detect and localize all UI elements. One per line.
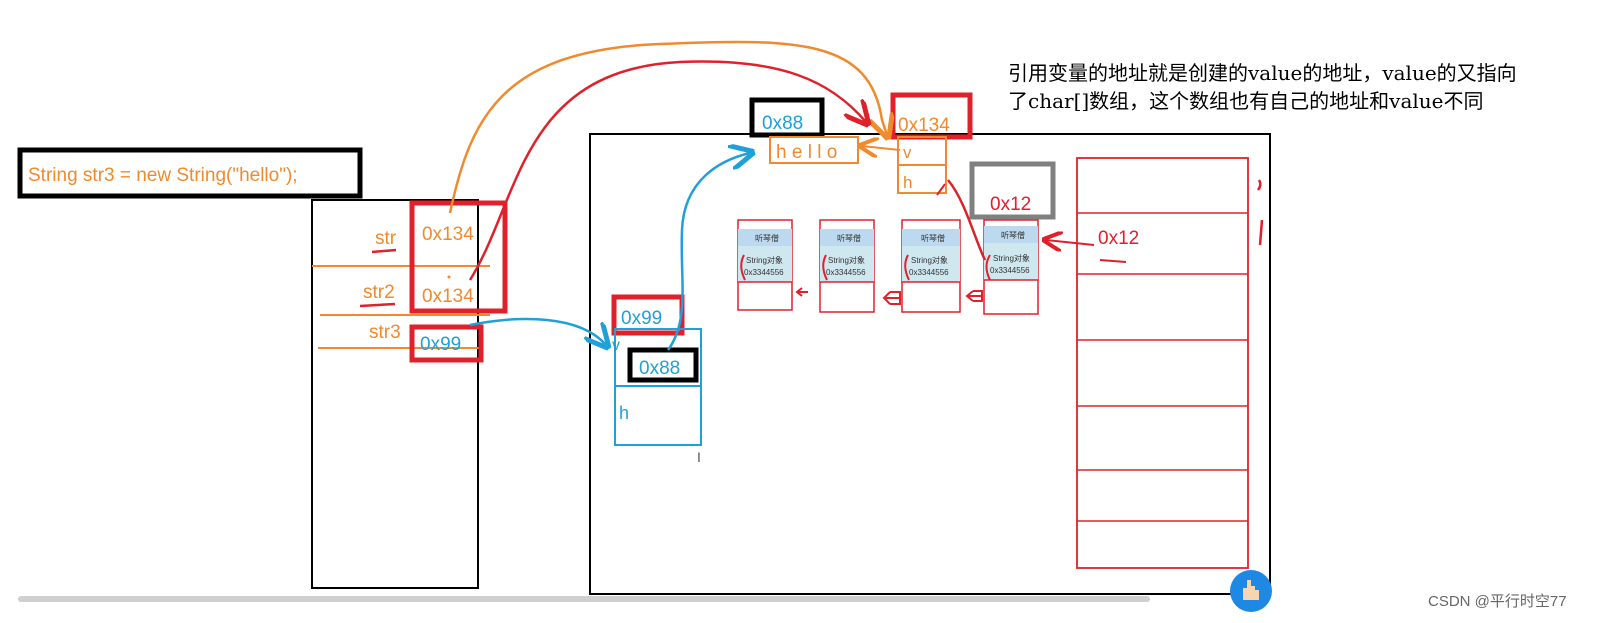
table-addr-box (969, 161, 1056, 220)
entry-link-arrow (882, 291, 901, 305)
entry-0-line2: 0x3344556 (744, 268, 784, 277)
entry-link-arrow (795, 287, 808, 297)
str2-underline (359, 302, 396, 308)
pool-string-field-h: h (903, 173, 912, 192)
scribble (1256, 179, 1264, 246)
pool-v-to-char-arrow (862, 146, 901, 150)
pool-string-addr: 0x134 (898, 115, 950, 136)
str-underline (371, 248, 397, 254)
str3-to-newstring-arrow (469, 317, 606, 345)
stack-var-name-str: str (375, 228, 397, 249)
string-table-entry: 听琴僧 String对象 0x3344556 (901, 219, 961, 313)
table-ref-arrow (1046, 240, 1095, 245)
entry-2-line1: String对象 (911, 255, 948, 265)
stack-var-name-str3: str3 (369, 322, 401, 343)
entry-2-line2: 0x3344556 (909, 268, 949, 277)
new-string-field-v: v (612, 337, 620, 354)
stack-var-addr-str: 0x134 (422, 224, 474, 245)
str-addr-highlight (409, 200, 508, 314)
text-cursor: I (697, 449, 701, 465)
string-table (1076, 157, 1249, 569)
entry-0-header: 听琴僧 (755, 233, 779, 243)
entry-1-line2: 0x3344556 (826, 268, 866, 277)
heap-frame (589, 133, 1271, 595)
entry-link-arrow (965, 290, 983, 302)
note-line-2: 了char[]数组，这个数组也有自己的地址和value不同 (1008, 89, 1484, 113)
char-array-content: h e l l o (776, 142, 837, 163)
dot (447, 275, 451, 279)
entry-to-pool-arrow (936, 183, 946, 196)
entry-3-header: 听琴僧 (1001, 230, 1025, 240)
code-text: String str3 = new String("hello"); (28, 165, 298, 186)
value-to-chararray-arrow (666, 153, 750, 351)
code-box (17, 147, 363, 199)
table-addr: 0x12 (990, 194, 1031, 215)
horizontal-scrollbar[interactable] (18, 596, 1150, 602)
stack-frame (311, 199, 479, 589)
str-to-pool-arrow (448, 40, 887, 214)
entry-0-line1: String对象 (746, 255, 783, 265)
watermark: CSDN @平行时空77 (1428, 593, 1567, 610)
str3-addr-highlight (409, 324, 484, 363)
entry-2-header: 听琴僧 (921, 233, 945, 243)
entry-1-header: 听琴僧 (837, 233, 861, 243)
string-table-entry: 听琴僧 String对象 0x3344556 (819, 219, 875, 313)
table-ref-addr: 0x12 (1098, 228, 1139, 249)
new-string-field-h: h (619, 403, 629, 423)
new-string-value-addr: 0x88 (639, 358, 680, 379)
string-table-entry: 听琴僧 String对象 0x3344556 (983, 219, 1039, 315)
table-ref-underline (1099, 259, 1127, 263)
string-table-entry: 听琴僧 String对象 0x3344556 (737, 219, 793, 311)
pool-h-to-entry-arrow (947, 179, 987, 261)
new-string-addr: 0x99 (621, 308, 662, 329)
pool-string-field-v: v (903, 143, 912, 162)
new-string-value-box (627, 347, 699, 383)
entry-3-line2: 0x3344556 (990, 266, 1030, 275)
stack-var-name-str2: str2 (363, 282, 395, 303)
entry-3-line1: String对象 (993, 253, 1030, 263)
entry-1-line1: String对象 (828, 255, 865, 265)
note-line-1: 引用变量的地址就是创建的value的地址，value的又指向 (1008, 61, 1517, 85)
char-array-addr: 0x88 (762, 113, 803, 134)
stack-var-addr-str2: 0x134 (422, 286, 474, 307)
char-array-addr-box (749, 97, 825, 138)
stack-var-addr-str3: 0x99 (420, 334, 461, 355)
hand-icon-glyph (1243, 580, 1259, 600)
str2-to-pool-arrow (468, 60, 866, 281)
